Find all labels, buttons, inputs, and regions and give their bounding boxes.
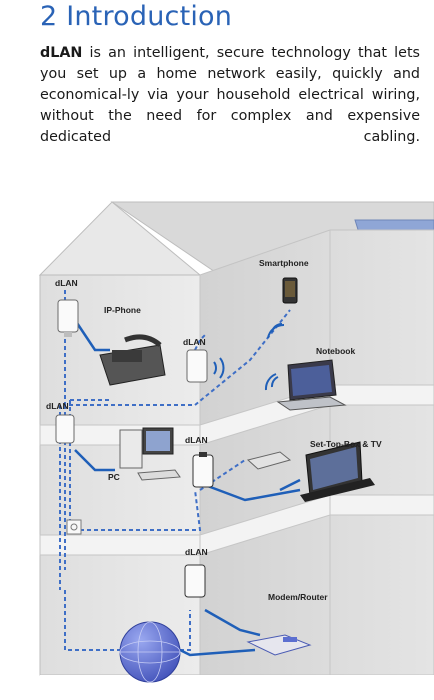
- dlan-adapter-mid: [192, 452, 214, 488]
- dlan-adapter-mid-upper: [186, 349, 208, 383]
- smartphone: [282, 277, 298, 304]
- intro-paragraph: dLAN is an intelligent, secure technolog…: [40, 43, 420, 148]
- set-top-box-tv: [246, 441, 375, 502]
- wall-socket: [66, 519, 82, 535]
- label-dlan-bottom: dLAN: [185, 547, 208, 557]
- label-notebook: Notebook: [316, 346, 355, 356]
- intro-lead-term: dLAN: [40, 45, 83, 61]
- ip-phone: [99, 334, 166, 386]
- ethernet-wiring: [73, 319, 301, 657]
- section-title: Introduction: [66, 1, 233, 32]
- intro-text: is an intelligent, secure technology tha…: [40, 45, 420, 145]
- label-set-top-box: Set-Top-Box & TV: [310, 439, 382, 449]
- house-diagram-svg: dLAN IP-Phone Smartphone dLAN Notebook d…: [38, 201, 434, 700]
- section-heading: 2 Introduction: [40, 0, 232, 34]
- wifi-waves: [213, 322, 285, 391]
- ground: [40, 675, 434, 700]
- dlan-adapter-left-mid: [55, 414, 75, 444]
- label-dlan-mid: dLAN: [185, 435, 208, 445]
- label-pc: PC: [108, 472, 120, 482]
- dlan-home-network-illustration: dLAN IP-Phone Smartphone dLAN Notebook d…: [0, 190, 434, 700]
- dlan-adapter-bottom: [184, 564, 206, 598]
- dlan-adapter-top: [57, 299, 79, 337]
- label-modem-router: Modem/Router: [268, 592, 328, 602]
- section-number: 2: [40, 1, 58, 32]
- label-ip-phone: IP-Phone: [104, 305, 141, 315]
- notebook: [276, 359, 347, 411]
- house-structure: [38, 201, 434, 700]
- label-dlan-top: dLAN: [55, 278, 78, 288]
- label-dlan-mid-upper: dLAN: [183, 337, 206, 347]
- modem-router: [246, 634, 312, 656]
- label-smartphone: Smartphone: [259, 258, 309, 268]
- pc: [119, 427, 181, 481]
- internet-globe: [119, 621, 181, 683]
- floor-middle: [39, 494, 434, 556]
- label-dlan-left-mid: dLAN: [46, 401, 69, 411]
